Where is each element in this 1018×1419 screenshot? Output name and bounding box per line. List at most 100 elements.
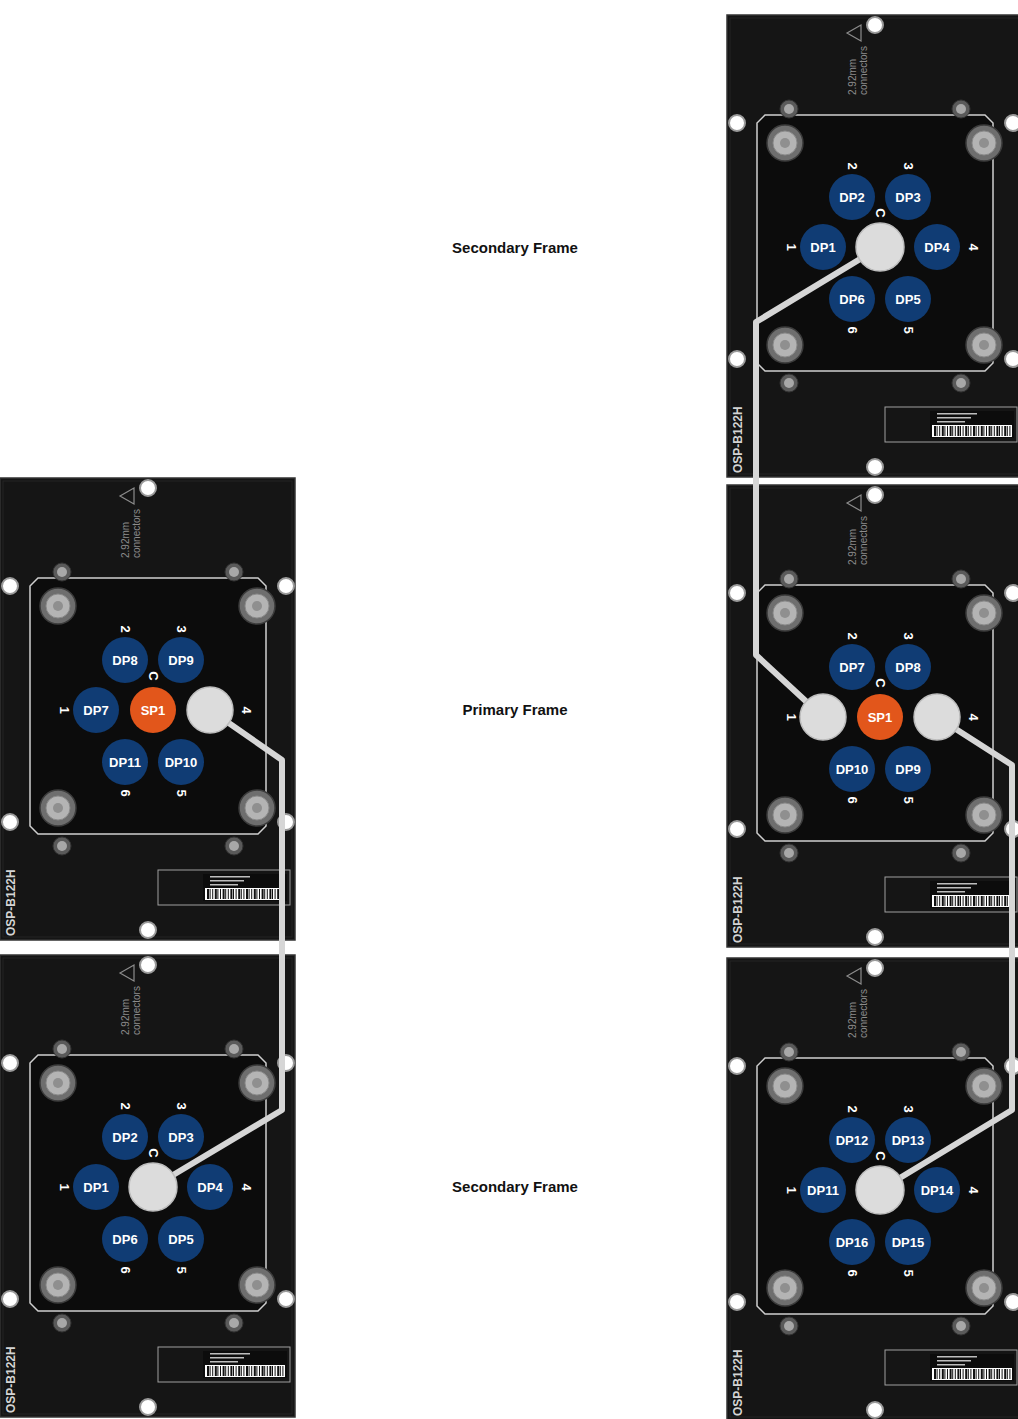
screw [966, 797, 1002, 833]
panel-detail [220, 889, 221, 899]
label-plate [885, 1350, 1017, 1385]
panel-detail [272, 889, 273, 899]
panel-detail [937, 887, 971, 889]
panel-detail [230, 889, 232, 899]
screw [966, 125, 1002, 161]
screw [767, 797, 803, 833]
panel-detail [930, 881, 1014, 908]
panel-detail [275, 889, 276, 899]
panel-detail [937, 1356, 977, 1358]
panel-detail [53, 601, 63, 611]
switch-port: DP8 [102, 637, 148, 683]
port-number: 3 [175, 625, 188, 632]
port-name: DP11 [807, 1184, 839, 1197]
panel-detail [57, 1318, 67, 1328]
barcode [205, 888, 285, 900]
panel-detail [207, 889, 209, 899]
panel-detail [947, 426, 948, 436]
panel-detail [970, 426, 971, 436]
port-name: DP16 [836, 1236, 869, 1249]
mount-hole [729, 1058, 745, 1074]
connector-warning: 2.92mm connectors [120, 506, 142, 558]
panel-detail [1009, 1369, 1010, 1379]
panel-detail [930, 411, 1014, 438]
cable-port [129, 1163, 177, 1211]
port-number: 3 [175, 1102, 188, 1109]
connector-warning: 2.92mm connectors [847, 513, 869, 565]
panel-detail [220, 1366, 221, 1376]
model-name: OSP-B122H [4, 1346, 18, 1413]
port-number: 2 [846, 162, 859, 169]
panel-detail [57, 841, 67, 851]
panel-detail [1002, 896, 1003, 906]
panel-detail [773, 803, 797, 827]
panel-detail [989, 426, 991, 436]
panel-detail [780, 1081, 790, 1091]
panel-detail [236, 889, 237, 899]
label-plate [885, 877, 1017, 912]
screw [767, 327, 803, 363]
panel-detail [229, 1044, 239, 1054]
panel-detail [245, 1273, 269, 1297]
panel-detail [254, 1366, 256, 1376]
small-screw [780, 1043, 798, 1061]
panel-detail [784, 104, 794, 114]
panel-detail [267, 1366, 268, 1376]
panel-detail [979, 608, 989, 618]
panel-detail [238, 1366, 240, 1376]
panel-detail [972, 803, 996, 827]
panel-detail [972, 333, 996, 357]
panel-detail [950, 896, 952, 906]
panel-detail [981, 896, 983, 906]
small-screw [225, 837, 243, 855]
switch-port: DP2 [829, 174, 875, 220]
plate [727, 485, 1018, 947]
panel-detail [976, 1369, 977, 1379]
panel-detail [972, 1074, 996, 1098]
small-screw [780, 844, 798, 862]
port-name: DP9 [895, 763, 920, 776]
port-name: DP4 [197, 1181, 222, 1194]
port-number: 2 [119, 625, 132, 632]
screw [239, 1267, 275, 1303]
panel-detail [262, 889, 264, 899]
mount-hole [867, 487, 883, 503]
inner-frame [757, 115, 993, 371]
panel-detail [986, 896, 987, 906]
small-screw [952, 374, 970, 392]
panel-detail [939, 1369, 940, 1379]
panel-detail [956, 1321, 966, 1331]
port-name: DP13 [892, 1134, 925, 1147]
panel-detail [978, 1369, 979, 1379]
screw [767, 1270, 803, 1306]
module-plate [0, 478, 295, 940]
panel-detail [956, 574, 966, 584]
panel-detail [956, 1047, 966, 1057]
port-number: 3 [902, 632, 915, 639]
screw [40, 1065, 76, 1101]
panel-detail [784, 848, 794, 858]
panel-detail [1007, 426, 1008, 436]
panel-detail [282, 1366, 283, 1376]
panel-detail [996, 896, 998, 906]
panel-detail [215, 1366, 217, 1376]
panel-detail [950, 426, 952, 436]
panel-detail [973, 1369, 975, 1379]
panel-detail [256, 889, 257, 899]
screw [966, 1270, 1002, 1306]
port-name: DP10 [165, 756, 198, 769]
mount-hole [867, 459, 883, 475]
panel-detail [999, 426, 1000, 436]
port-name: DP5 [895, 293, 920, 306]
port-number: 5 [175, 1266, 188, 1273]
panel-detail [217, 889, 218, 899]
panel-detail [259, 889, 260, 899]
switch-port: DP3 [158, 1114, 204, 1160]
screw [239, 588, 275, 624]
panel-detail [955, 1369, 956, 1379]
port-number: 2 [846, 632, 859, 639]
rf-cable [880, 717, 1012, 1190]
model-name: OSP-B122H [731, 406, 745, 473]
mount-hole [1005, 351, 1018, 367]
cable-port [800, 694, 846, 740]
